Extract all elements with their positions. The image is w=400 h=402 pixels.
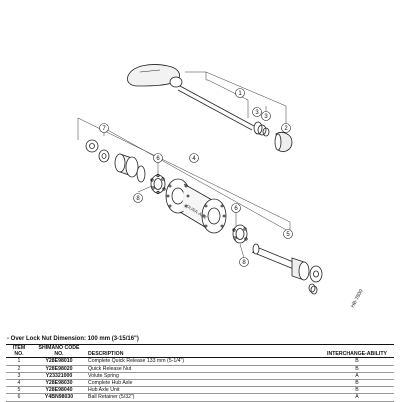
cell-code: Y28E98030 <box>32 379 86 388</box>
cell-code: Y23321000 <box>32 372 86 381</box>
cell-interchange: B <box>320 365 394 373</box>
cell-description: Complete Hub Axle <box>86 379 320 388</box>
table-row: 4 Y28E98030 Complete Hub Axle B <box>6 379 394 388</box>
cell-code: Y28E98020 <box>32 365 86 373</box>
callouts: 1 3 3 2 7 4 6 8 <box>99 88 293 267</box>
svg-text:3: 3 <box>255 110 259 116</box>
header-description: DESCRIPTION <box>86 343 320 359</box>
volute-spring-left <box>308 283 318 295</box>
callout-7: 7 <box>99 123 109 133</box>
cell-interchange: B <box>320 386 394 395</box>
quick-release-nut <box>274 132 293 152</box>
quick-release-lever <box>127 64 183 88</box>
cell-item: 1 <box>6 357 32 366</box>
cell-description: Hub Axle Unit <box>86 386 320 395</box>
volute-spring-right <box>253 121 270 137</box>
header-interchangeability: INTERCHANGE-ABILITY <box>320 343 394 359</box>
table-row: 3 Y23321000 Volute Spring A <box>6 372 394 381</box>
leader-lines <box>77 71 291 259</box>
svg-text:2: 2 <box>284 126 288 132</box>
cell-description: Quick Release Nut <box>86 365 320 373</box>
svg-text:3: 3 <box>264 114 268 120</box>
svg-text:6: 6 <box>156 156 160 162</box>
svg-text:8: 8 <box>136 196 140 202</box>
table-row: 2 Y28E98020 Quick Release Nut B <box>6 365 394 373</box>
dust-cap-left <box>136 165 146 183</box>
svg-text:5: 5 <box>286 232 290 238</box>
callout-2: 2 <box>281 123 291 133</box>
svg-text:6: 6 <box>234 206 238 212</box>
ball-retainer-left <box>150 173 166 195</box>
callout-8a: 8 <box>133 193 143 203</box>
quick-release-skewer <box>177 85 255 131</box>
cell-item: 6 <box>6 393 32 402</box>
header-code-no: SHIMANO CODE NO. <box>32 343 86 359</box>
cell-interchange: B <box>320 357 394 366</box>
exploded-view-diagram: DURA-ACE <box>77 64 323 295</box>
cell-item: 4 <box>6 379 32 388</box>
header-item-no: ITEM NO. <box>6 343 32 359</box>
cell-description: Complete Quick Release 133 mm (5-1/4") <box>86 357 320 366</box>
cell-code: Y28E98010 <box>32 357 86 366</box>
callout-1: 1 <box>235 88 245 98</box>
svg-text:1: 1 <box>238 91 242 97</box>
cell-item: 3 <box>6 372 32 381</box>
parts-table-header: ITEM NO. SHIMANO CODE NO. DESCRIPTION IN… <box>6 343 394 359</box>
table-row: 5 Y28E98040 Hub Axle Unit B <box>6 386 394 395</box>
cell-interchange: A <box>320 372 394 381</box>
svg-text:8: 8 <box>242 260 246 266</box>
callout-3a: 3 <box>252 107 262 117</box>
cone-left <box>114 153 139 178</box>
svg-text:7: 7 <box>102 126 106 132</box>
svg-text:4: 4 <box>192 156 196 162</box>
table-row: 1 Y28E98010 Complete Quick Release 133 m… <box>6 357 394 366</box>
lock-nut-right <box>309 265 323 283</box>
spec-line: - Over Lock Nut Dimension: 100 mm (3-15/… <box>7 336 139 342</box>
parts-table: ITEM NO. SHIMANO CODE NO. DESCRIPTION IN… <box>6 343 394 402</box>
callout-5: 5 <box>283 229 293 239</box>
hub-body: DURA-ACE <box>165 178 227 234</box>
cell-code: Y4BN98030 <box>32 393 86 402</box>
cell-item: 2 <box>6 365 32 373</box>
table-row: 6 Y4BN98030 Ball Retainer (5/32") A <box>6 393 394 402</box>
cell-description: Volute Spring <box>86 372 320 381</box>
callout-3b: 3 <box>261 111 271 121</box>
cone-right <box>291 257 310 281</box>
callout-6a: 6 <box>153 153 163 163</box>
callout-8b: 8 <box>239 257 249 267</box>
cell-interchange: B <box>320 379 394 388</box>
cell-code: Y28E98040 <box>32 386 86 395</box>
cell-item: 5 <box>6 386 32 395</box>
lock-nut-left <box>85 139 99 153</box>
cell-interchange: A <box>320 393 394 402</box>
cell-description: Ball Retainer (5/32") <box>86 393 320 402</box>
callout-4: 4 <box>189 153 199 163</box>
spacer-left <box>98 149 110 163</box>
ball-retainer-right <box>232 224 248 244</box>
callout-6b: 6 <box>231 203 241 213</box>
